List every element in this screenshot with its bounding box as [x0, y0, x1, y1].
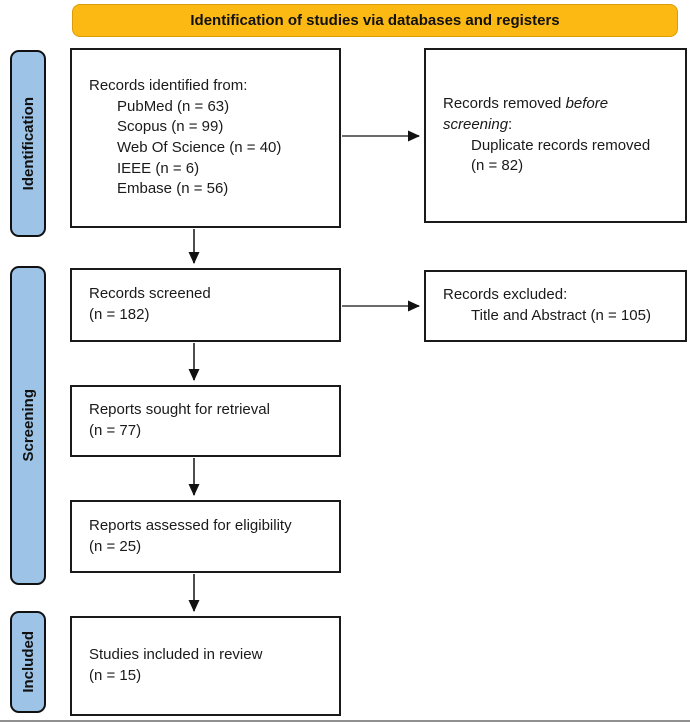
reports-assessed-label: Reports assessed for eligibility — [89, 516, 292, 534]
studies-included-count: (n = 15) — [89, 667, 142, 684]
source-pubmed: PubMed (n = 63) — [117, 97, 230, 115]
records-removed-text: Records removed — [443, 95, 566, 113]
box-reports-sought: Reports sought for retrieval (n = 77) — [70, 385, 341, 457]
records-screened-label: Records screened — [89, 285, 211, 303]
banner-title: Identification of studies via databases … — [190, 12, 560, 29]
records-removed-title-line1: Records removed before — [443, 94, 677, 115]
page-bottom-edge — [0, 720, 690, 722]
source-scopus: Scopus (n = 99) — [117, 118, 224, 136]
stage-included-label: Included — [19, 631, 37, 693]
stage-identification-label: Identification — [19, 96, 37, 191]
records-removed-colon: : — [508, 115, 513, 133]
stage-screening-label: Screening — [19, 389, 37, 462]
reports-sought-label: Reports sought for retrieval — [89, 401, 270, 419]
box-records-identified: Records identified from: PubMed (n = 63)… — [70, 48, 341, 228]
stage-identification: Identification — [10, 50, 46, 237]
records-removed-italic-before: before — [565, 95, 609, 113]
reports-sought-count: (n = 77) — [89, 422, 142, 439]
records-excluded-label: Records excluded: — [443, 286, 568, 304]
box-records-removed: Records removed before screening: Duplic… — [424, 48, 687, 223]
box-records-excluded: Records excluded: Title and Abstract (n … — [424, 270, 687, 342]
box-records-screened: Records screened (n = 182) — [70, 268, 341, 342]
banner: Identification of studies via databases … — [72, 4, 678, 37]
reports-assessed-count: (n = 25) — [89, 537, 142, 555]
records-screened-count: (n = 182) — [89, 306, 150, 323]
box-reports-assessed: Reports assessed for eligibility (n = 25… — [70, 500, 341, 573]
duplicates-removed-label: Duplicate records removed — [471, 136, 651, 154]
source-ieee: IEEE (n = 6) — [117, 159, 200, 177]
duplicates-removed-count: (n = 82) — [471, 157, 524, 175]
records-removed-italic-screening: screening — [443, 115, 509, 133]
box-studies-included: Studies included in review (n = 15) — [70, 616, 341, 716]
source-web-of-science: Web Of Science (n = 40) — [117, 139, 282, 156]
records-removed-title-line2: screening: — [443, 115, 677, 136]
studies-included-label: Studies included in review — [89, 646, 263, 664]
records-excluded-detail: Title and Abstract (n = 105) — [471, 307, 651, 324]
records-identified-title: Records identified from: — [89, 76, 248, 94]
stage-included: Included — [10, 611, 46, 713]
stage-screening: Screening — [10, 266, 46, 585]
source-embase: Embase (n = 56) — [117, 180, 229, 198]
